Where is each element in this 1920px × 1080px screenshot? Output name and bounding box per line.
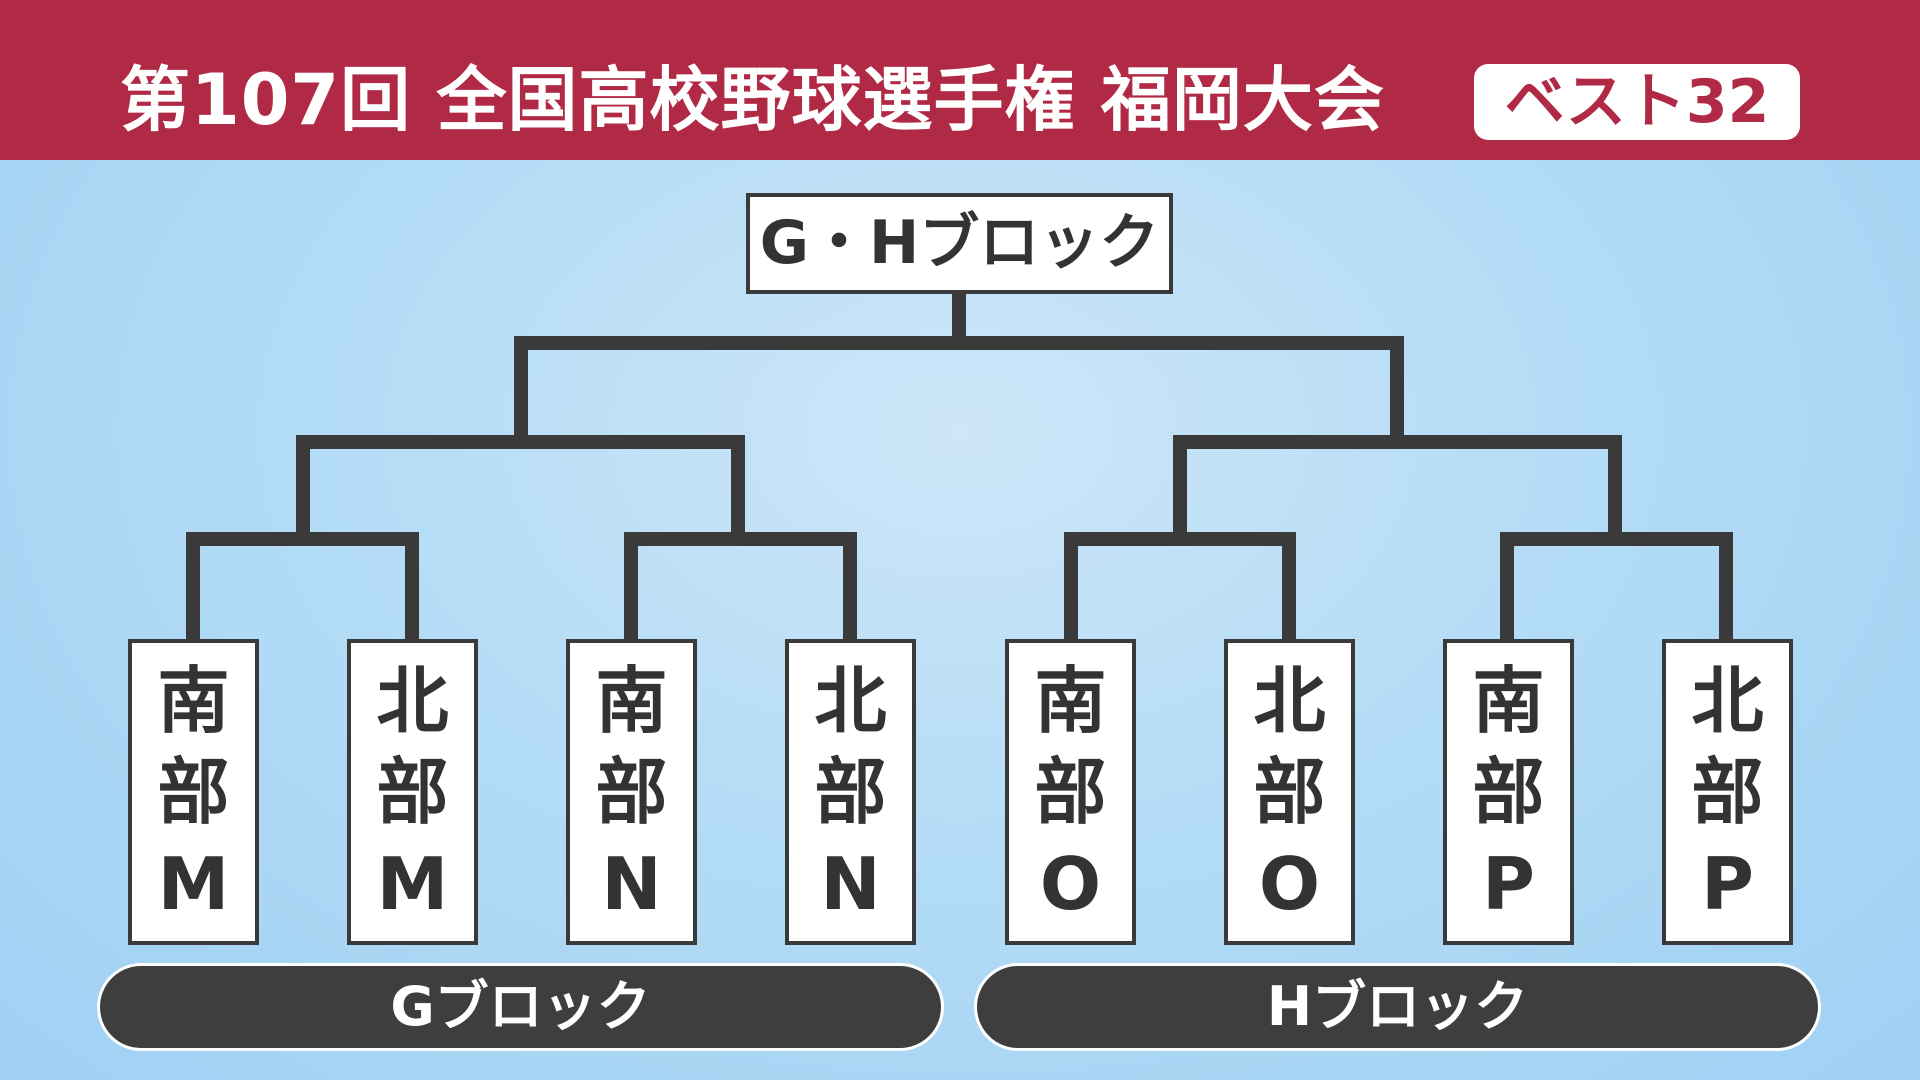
bracket-line-p bbox=[1500, 435, 1733, 646]
bracket-line-h bbox=[1173, 336, 1622, 449]
team-char: O bbox=[1039, 841, 1102, 926]
team-char: N bbox=[820, 841, 881, 926]
header-bar: 第107回 全国高校野球選手権 福岡大会 ベスト32 bbox=[0, 0, 1920, 160]
best32-badge: ベスト32 bbox=[1474, 64, 1800, 140]
team-char: M bbox=[157, 841, 230, 926]
team-box-north-p: 北 部 P bbox=[1662, 639, 1793, 945]
bracket-line-final bbox=[514, 287, 1404, 350]
team-char: 南 bbox=[595, 658, 668, 743]
gh-block-box: G・Hブロック bbox=[746, 193, 1173, 294]
team-char: O bbox=[1258, 841, 1321, 926]
page-title: 第107回 全国高校野球選手権 福岡大会 bbox=[120, 59, 1385, 141]
bracket-line-g bbox=[296, 336, 745, 449]
team-box-north-n: 北 部 N bbox=[785, 639, 916, 945]
team-box-south-n: 南 部 N bbox=[566, 639, 697, 945]
team-char: 南 bbox=[1472, 658, 1545, 743]
team-char: P bbox=[1482, 841, 1535, 926]
bracket-line-m bbox=[186, 435, 419, 646]
team-char: 北 bbox=[376, 658, 449, 743]
h-block-label: Hブロック bbox=[974, 963, 1821, 1051]
team-char: 部 bbox=[157, 750, 230, 834]
team-box-south-m: 南 部 M bbox=[128, 639, 259, 945]
team-char: 部 bbox=[1034, 750, 1107, 834]
team-char: N bbox=[601, 841, 662, 926]
team-char: P bbox=[1701, 841, 1754, 926]
bracket-line-n bbox=[624, 435, 857, 646]
team-char: 部 bbox=[376, 750, 449, 834]
team-char: 部 bbox=[814, 750, 887, 834]
g-block-label: Gブロック bbox=[97, 963, 944, 1051]
team-box-north-o: 北 部 O bbox=[1224, 639, 1355, 945]
team-box-south-o: 南 部 O bbox=[1005, 639, 1136, 945]
bracket-line-o bbox=[1064, 435, 1296, 646]
team-char: M bbox=[376, 841, 449, 926]
team-char: 北 bbox=[1253, 658, 1326, 743]
team-char: 南 bbox=[157, 658, 230, 743]
team-char: 部 bbox=[1253, 750, 1326, 834]
team-char: 部 bbox=[1691, 750, 1764, 834]
team-char: 北 bbox=[814, 658, 887, 743]
team-char: 部 bbox=[1472, 750, 1545, 834]
team-box-north-m: 北 部 M bbox=[347, 639, 478, 945]
team-box-south-p: 南 部 P bbox=[1443, 639, 1574, 945]
team-char: 北 bbox=[1691, 658, 1764, 743]
team-char: 南 bbox=[1034, 658, 1107, 743]
team-char: 部 bbox=[595, 750, 668, 834]
